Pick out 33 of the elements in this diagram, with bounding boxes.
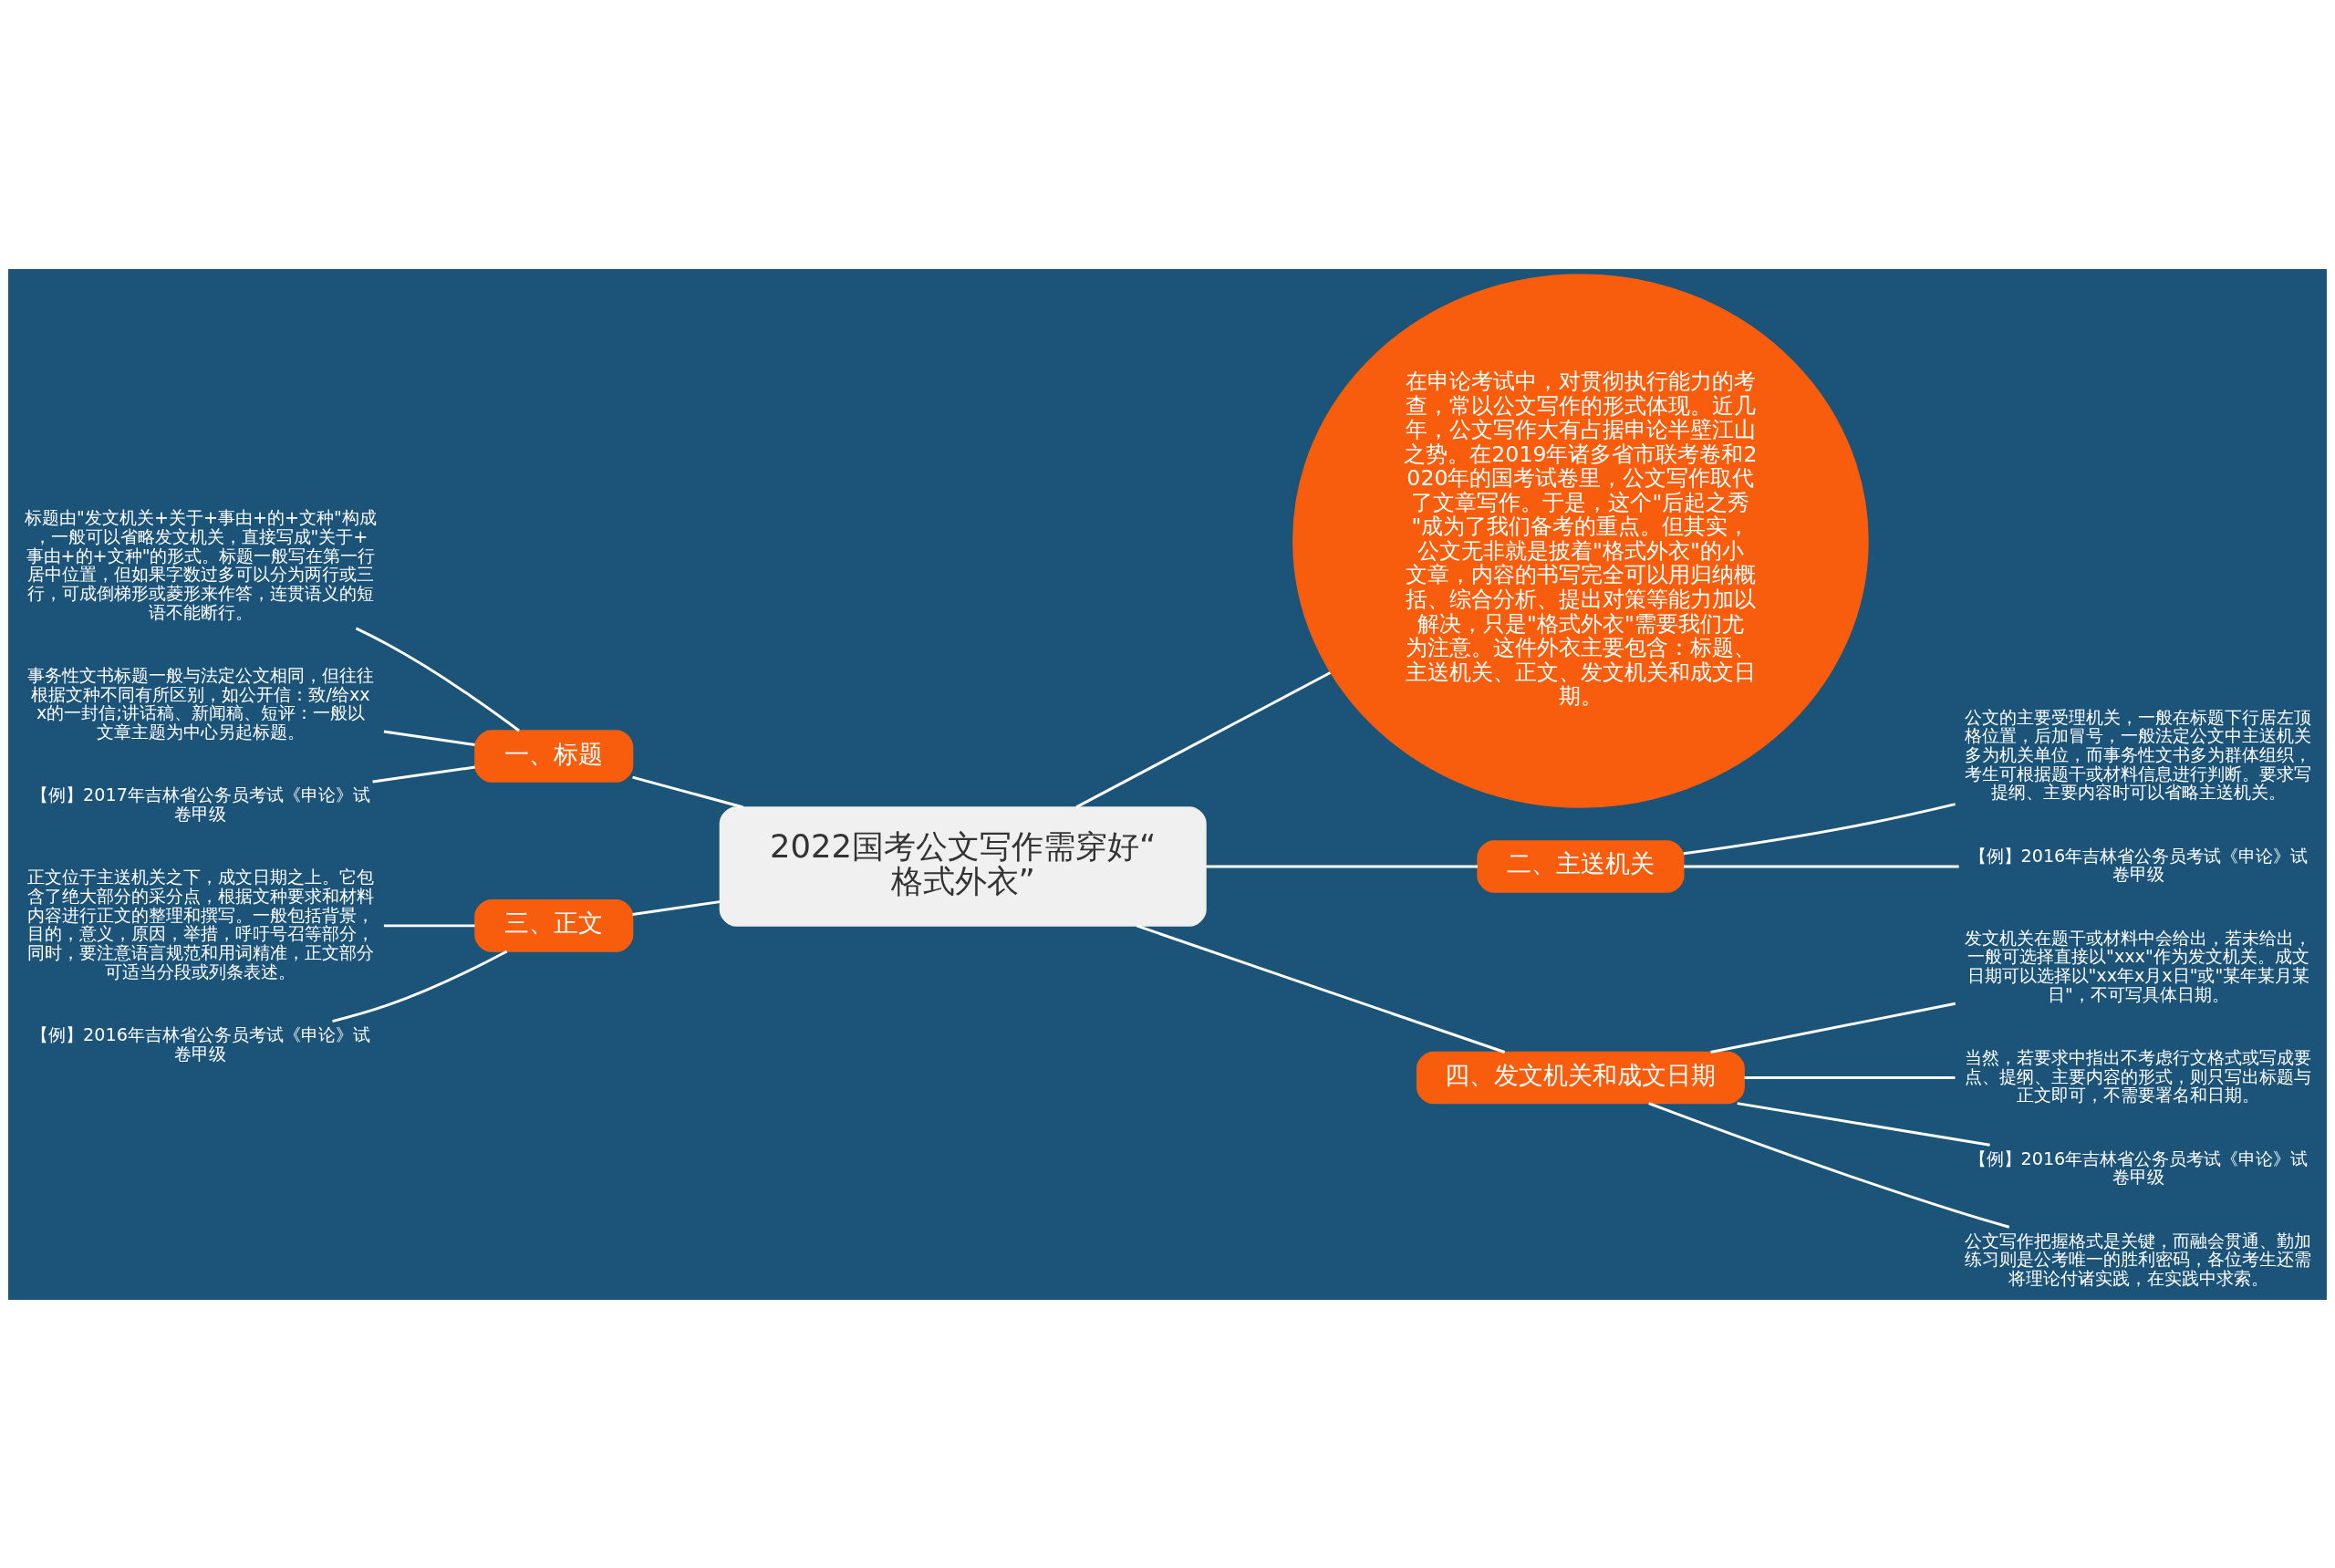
connector: [1136, 924, 1506, 1054]
node-text: 正文位于主送机关之下，成文日期之上。它包含了绝大部分的采分点，根据文种要求和材料内容进行正文的整理和撰写。一般包括背景，目的，意义，原因，举措，呼吁号召等部分，同时，要注意语言规范和用词精准，正文部分可适当分段或列条表述。: [26, 866, 374, 982]
node-circle: 在申论考试中，对贯彻执行能力的考查，常以公文写作的形式体现。近几年，公文写作大有占据申论半壁江山之势。在2019年诸多省市联考卷和2020年的国考试卷里，公文写作取代了文章写作。于是，这个"后起之秀"成为了我们备考的重点。但其实，公文无非就是披着"格式外衣"的小文章，内容的书写完全可以用归纳概括、综合分析、提出对策等能力加以解决，只是"格式外衣"需要我们尤为注意。这件外衣主要包含：标题、主送机关、正文、发文机关和成文日期。: [1292, 273, 1869, 808]
node-box: 二、主送机关: [1477, 839, 1685, 893]
connector: [632, 899, 721, 916]
connector: [383, 923, 475, 927]
node-box: 四、发文机关和成文日期: [1416, 1051, 1745, 1104]
connector: [1648, 1101, 2010, 1229]
node-box: 一、标题: [474, 729, 634, 783]
node-text: 事务性文书标题一般与法定公文相同，但往往根据文种不同有所区别，如公开信：致/给xxx的一封信;讲话稿、新闻稿、短评：一般以文章主题为中心另起标题。: [26, 664, 374, 742]
node-text: 发文机关在题干或材料中会给出，若未给出，一般可选择直接以"xxx"作为发文机关。成文日期可以选择以"xx年x月x日"或"某年某月某日"，不可写具体日期。: [1965, 927, 2312, 1005]
node-box: 2022国考公文写作需穿好“格式外衣”: [719, 805, 1207, 927]
connector: [1744, 1075, 1956, 1079]
connector: [355, 627, 520, 732]
connector: [1683, 802, 1956, 855]
node-text: 当然，若要求中指出不考虑行文格式或写成要点、提纲、主要内容的形式，则只写出标题与正文即可，不需要署名和日期。: [1965, 1046, 2312, 1106]
connector: [1684, 865, 1959, 867]
node-text: 标题由"发文机关+关于+事由+的+文种"构成，一般可以省略发文机关，直接写成"关于+事由+的+文种"的形式。标题一般写在第一行居中位置，但如果字数过多可以分为两行或三行，可成倒梯形或菱形来作答，连贯语义的短语不能断行。: [25, 506, 377, 623]
connector: [383, 730, 475, 746]
connector: [1075, 670, 1332, 808]
node-text: 公文的主要受理机关，一般在标题下行居左顶格位置，后加冒号，一般法定公文中主送机关多为机关单位，而事务性文书多为群体组织，考生可根据题干或材料信息进行判断。要求写提纲、主要内容时可以省略主送机关。: [1965, 706, 2312, 803]
connector: [332, 950, 508, 1023]
node-text: 【例】2016年吉林省公务员考试《申论》试卷甲级: [1968, 845, 2309, 885]
node-box: 三、正文: [474, 898, 634, 952]
node-text: 【例】2017年吉林省公务员考试《申论》试卷甲级: [31, 784, 370, 825]
connector: [1737, 1101, 1990, 1147]
node-text: 公文写作把握格式是关键，而融会贯通、勤加练习则是公考唯一的胜利密码，各位考生还需将理论付诸实践，在实践中求索。: [1965, 1230, 2312, 1289]
connector: [632, 775, 744, 808]
connector: [1206, 865, 1478, 867]
node-text: 【例】2016年吉林省公务员考试《申论》试卷甲级: [1968, 1147, 2309, 1188]
node-text: 【例】2016年吉林省公务员考试《申论》试卷甲级: [31, 1023, 370, 1064]
connector: [1710, 1002, 1956, 1054]
connector: [372, 765, 475, 783]
